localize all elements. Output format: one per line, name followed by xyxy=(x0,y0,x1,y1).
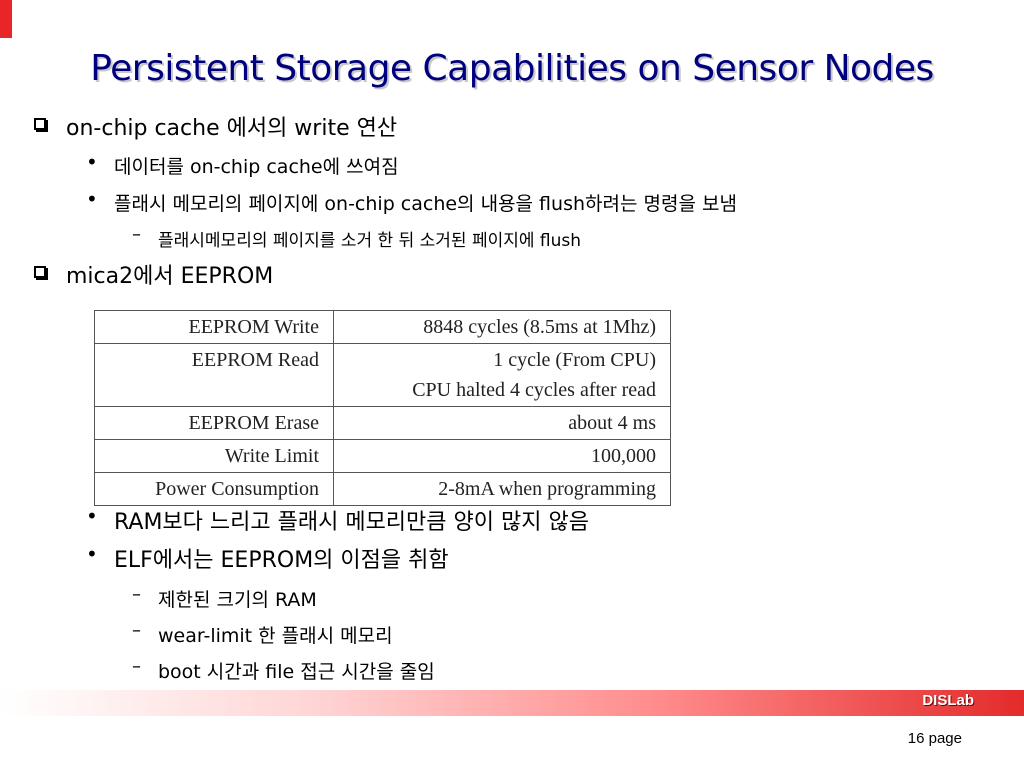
page-number: 16 page xyxy=(907,730,962,747)
bullet-write-to-cache: 데이터를 on-chip cache에 쓰여짐 xyxy=(114,156,399,178)
section-heading-eeprom: mica2에서 EEPROM xyxy=(66,264,274,289)
table-cell-value: 2-8mA when programming xyxy=(333,472,671,506)
slide-title: Persistent Storage Capabilities on Senso… xyxy=(90,48,934,89)
table-row: Write Limit 100,000 xyxy=(94,439,671,473)
table-cell-value: 8848 cycles (8.5ms at 1Mhz) xyxy=(333,310,671,344)
subbullet-erase-flush: 플래시메모리의 페이지를 소거 한 뒤 소거된 페이지에 flush xyxy=(158,231,582,251)
table-cell-value: 100,000 xyxy=(333,439,671,473)
section-heading-cache: on-chip cache 에서의 write 연산 xyxy=(66,116,398,141)
dash-bullet-icon: – xyxy=(132,224,141,245)
table-row: EEPROM Read 1 cycle (From CPU) CPU halte… xyxy=(94,343,671,407)
table-row: Power Consumption 2-8mA when programming xyxy=(94,472,671,506)
square-bullet-icon xyxy=(34,118,46,130)
bullet-flush-command: 플래시 메모리의 페이지에 on-chip cache의 내용을 flush하려… xyxy=(114,193,737,215)
corner-accent-bar xyxy=(0,0,12,38)
square-bullet-icon xyxy=(34,266,46,278)
subbullet-wear-limit: wear-limit 한 플래시 메모리 xyxy=(158,625,393,647)
bullet-dot-icon: • xyxy=(86,504,98,528)
table-cell-label: EEPROM Erase xyxy=(94,406,334,440)
subbullet-boot-time: boot 시간과 file 접근 시간을 줄임 xyxy=(158,661,435,683)
bullet-ram-comparison: RAM보다 느리고 플래시 메모리만큼 양이 많지 않음 xyxy=(114,510,589,535)
bullet-dot-icon: • xyxy=(86,187,98,211)
eeprom-spec-table: EEPROM Write 8848 cycles (8.5ms at 1Mhz)… xyxy=(94,310,671,506)
bullet-dot-icon: • xyxy=(86,542,98,566)
table-cell-value: about 4 ms xyxy=(333,406,671,440)
table-cell-label: Power Consumption xyxy=(94,472,334,506)
table-row: EEPROM Erase about 4 ms xyxy=(94,406,671,440)
table-cell-label: EEPROM Read xyxy=(94,343,334,407)
dash-bullet-icon: – xyxy=(132,656,141,677)
footer-brand: DISLab xyxy=(922,692,974,709)
subbullet-limited-ram: 제한된 크기의 RAM xyxy=(158,589,317,611)
bullet-elf-advantage: ELF에서는 EEPROM의 이점을 취함 xyxy=(114,548,449,573)
table-row: EEPROM Write 8848 cycles (8.5ms at 1Mhz) xyxy=(94,310,671,344)
dash-bullet-icon: – xyxy=(132,584,141,605)
table-cell-value: 1 cycle (From CPU) CPU halted 4 cycles a… xyxy=(333,343,671,407)
footer-gradient-bar xyxy=(0,690,1024,716)
dash-bullet-icon: – xyxy=(132,620,141,641)
table-cell-label: Write Limit xyxy=(94,439,334,473)
bullet-dot-icon: • xyxy=(86,150,98,174)
table-cell-label: EEPROM Write xyxy=(94,310,334,344)
